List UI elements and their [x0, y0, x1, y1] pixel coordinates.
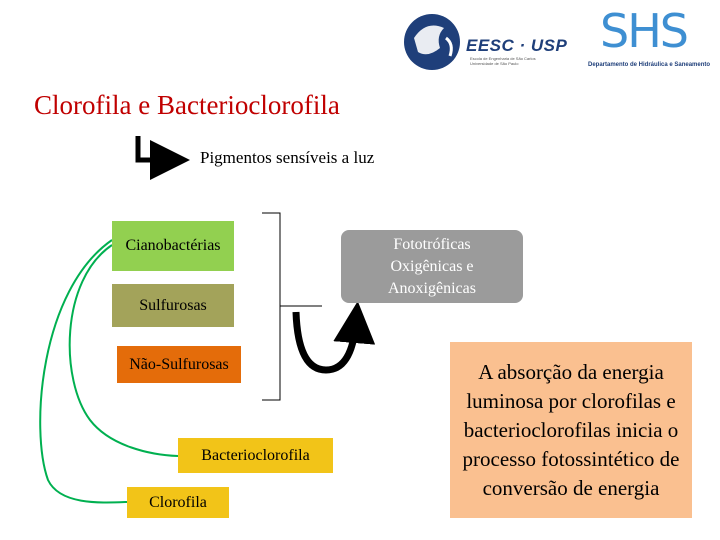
- clorofila-box: Clorofila: [127, 487, 229, 518]
- l-arrow: [135, 136, 190, 180]
- green-connector-bacterioclorofila: [68, 244, 179, 457]
- absorcao-text-box: A absorção da energia luminosa por cloro…: [450, 342, 692, 518]
- shs-logo-subtitle: Departamento de Hidráulica e Saneamento: [588, 62, 711, 68]
- subtitle-pigmentos: Pigmentos sensíveis a luz: [200, 148, 375, 167]
- fototroficas-box: Fototróficas Oxigênicas e Anoxigênicas: [341, 230, 523, 303]
- green-connector-clorofila: [39, 239, 128, 504]
- eesc-logo-subtitle: Escola de Engenharia de São Carlos Unive…: [470, 56, 536, 66]
- u-turn-arrow: [292, 301, 376, 374]
- cianobacterias-box: Cianobactérias: [112, 221, 234, 271]
- slide-title: Clorofila e Bacterioclorofila: [34, 90, 340, 120]
- eesc-usp-logo: [404, 14, 460, 70]
- bacterioclorofila-box: Bacterioclorofila: [178, 438, 333, 473]
- shs-logo-text: SHS: [600, 4, 689, 58]
- nao-sulfurosas-box: Não-Sulfurosas: [117, 346, 241, 383]
- sulfurosas-box: Sulfurosas: [112, 284, 234, 327]
- eesc-logo-text: EESC · USP: [466, 36, 568, 55]
- group-bracket: [262, 212, 281, 401]
